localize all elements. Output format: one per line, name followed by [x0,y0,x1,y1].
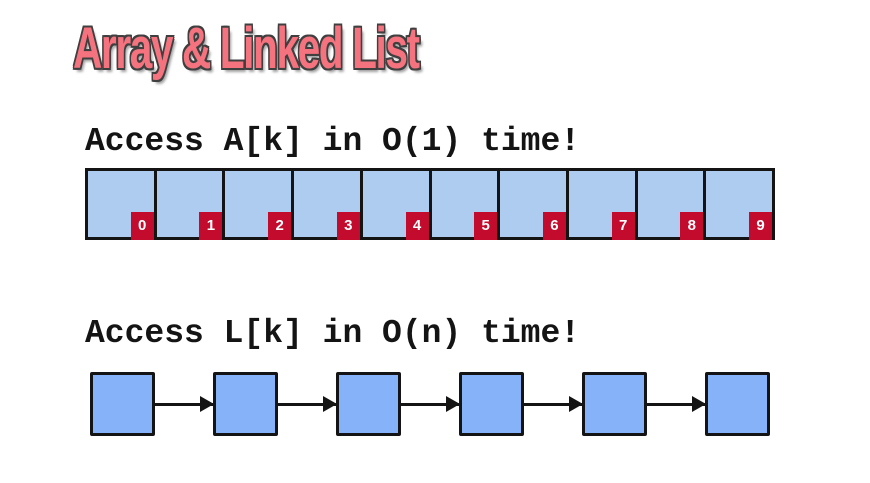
array-cell: 7 [569,171,638,240]
list-node [582,372,647,436]
index-badge: 2 [268,212,292,240]
array-cell: 4 [363,171,432,240]
arrow-connector [278,402,336,406]
array-diagram: 0 1 2 3 4 5 6 7 8 9 [85,168,775,240]
array-cell: 5 [432,171,501,240]
arrow-connector [401,402,459,406]
arrow-connector [647,402,705,406]
index-badge: 4 [405,212,429,240]
index-badge: 3 [336,212,360,240]
array-cell: 3 [294,171,363,240]
list-node [336,372,401,436]
page-title: Array & Linked List [73,20,567,78]
array-cell: 1 [157,171,226,240]
list-node [213,372,278,436]
array-caption: Access A[k] in O(1) time! [85,123,581,160]
array-cell: 9 [706,171,773,240]
arrow-connector [524,402,582,406]
index-badge: 7 [611,212,635,240]
linked-list-caption: Access L[k] in O(n) time! [85,315,581,352]
index-badge: 0 [130,212,154,240]
page-title-text: Array & Linked List [73,16,420,81]
index-badge: 6 [542,212,566,240]
index-badge: 5 [474,212,498,240]
array-cell: 6 [500,171,569,240]
linked-list-diagram [90,372,770,436]
array-cell: 2 [225,171,295,240]
list-node [459,372,524,436]
index-badge: 8 [680,212,704,240]
list-node [705,372,770,436]
index-badge: 9 [749,212,773,240]
arrow-connector [155,402,213,406]
list-node [90,372,155,436]
array-cell: 0 [88,171,157,240]
index-badge: 1 [199,212,223,240]
array-cell: 8 [638,171,707,240]
